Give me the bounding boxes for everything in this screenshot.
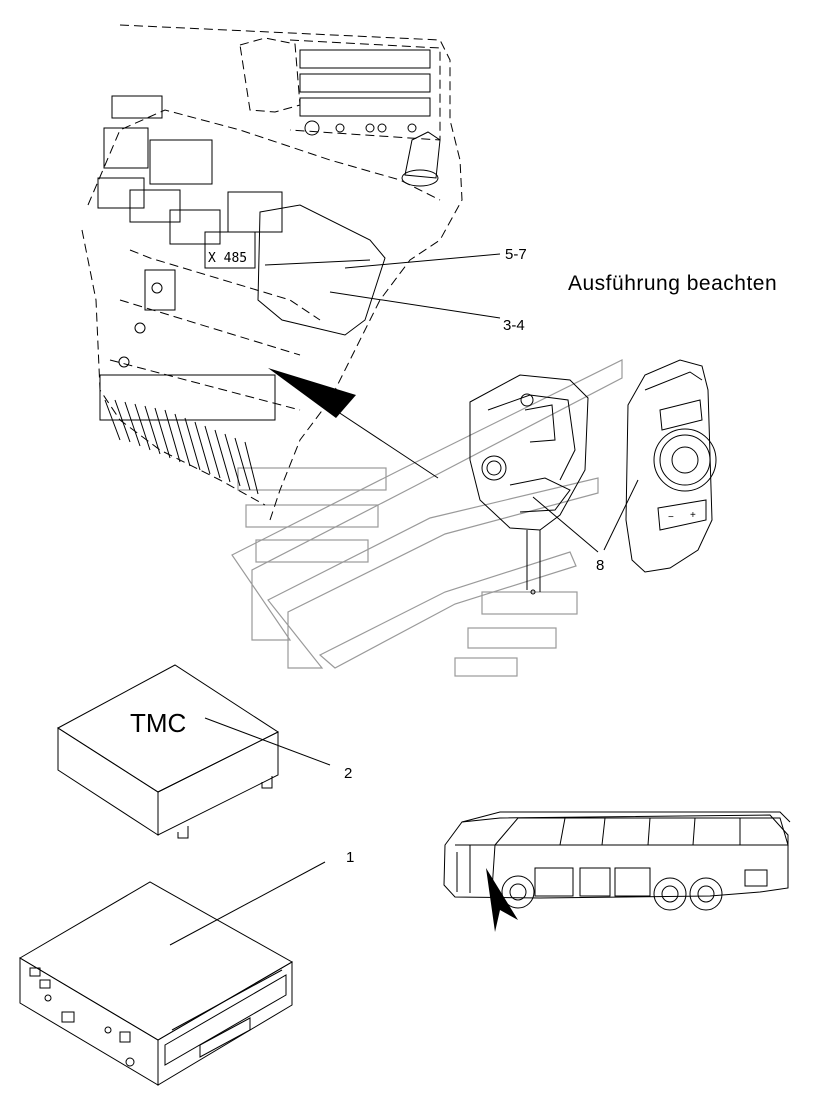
callout-8: 8 <box>596 557 604 574</box>
callout-5-7: 5-7 <box>505 246 527 263</box>
svg-text:+: + <box>690 510 696 521</box>
tmc-box: TMC <box>57 664 280 839</box>
callout-1: 1 <box>346 849 354 866</box>
display-readout: X 485 <box>208 251 247 266</box>
bus-illustration <box>443 811 791 932</box>
pointer-arrow <box>268 368 439 479</box>
leader-lines <box>169 253 639 946</box>
svg-text:−: − <box>668 512 674 523</box>
microphone-holder <box>469 374 589 595</box>
tmc-label: TMC <box>130 708 186 738</box>
remote-control: + − <box>625 359 717 573</box>
radio-unit <box>19 881 294 1086</box>
dashboard-illustration: X 485 <box>81 24 463 521</box>
note-text: Ausführung beachten <box>568 272 777 295</box>
callout-3-4: 3-4 <box>503 317 525 334</box>
watermark-logo <box>231 359 623 677</box>
callout-2: 2 <box>344 765 352 782</box>
